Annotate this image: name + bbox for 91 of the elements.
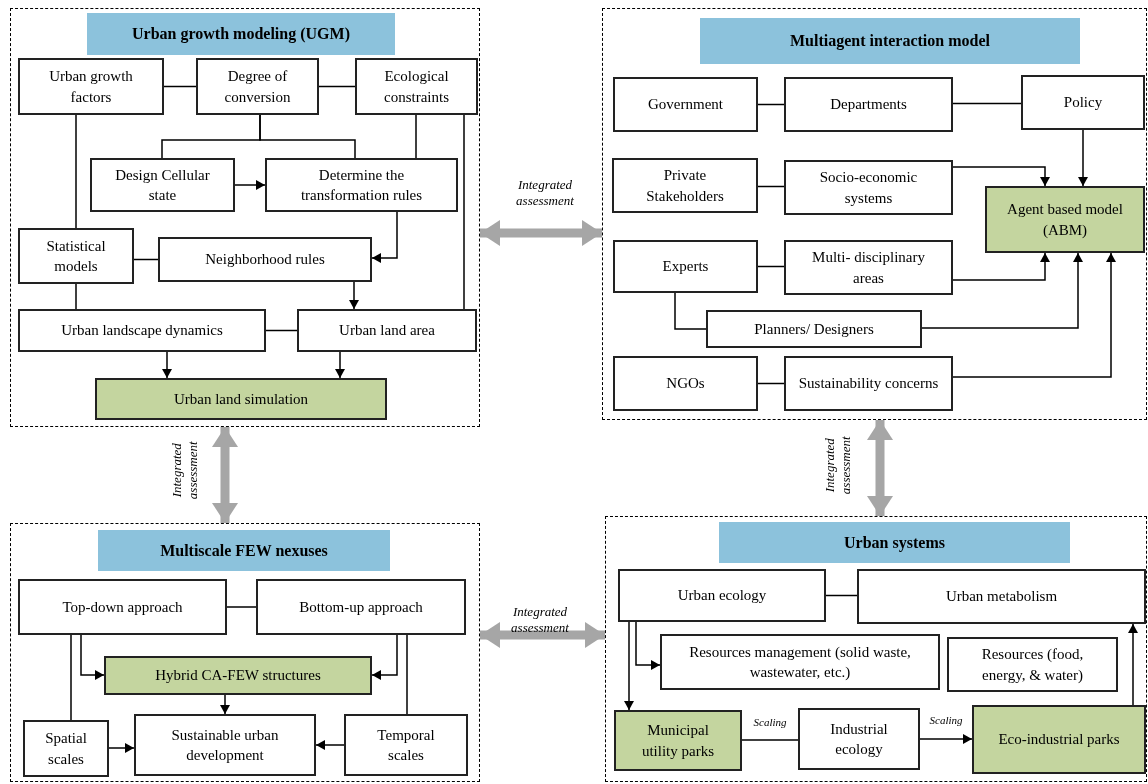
arrow bbox=[921, 252, 1083, 329]
arrow bbox=[952, 252, 1116, 378]
highlighted-box: Eco-industrial parks bbox=[972, 705, 1146, 774]
process-box: Experts bbox=[613, 240, 758, 293]
connector-line bbox=[741, 739, 799, 741]
dashed-frame bbox=[602, 8, 1147, 420]
process-box: Multi- disciplinary areas bbox=[784, 240, 953, 295]
process-box: Statistical models bbox=[18, 228, 134, 284]
connector-line bbox=[415, 114, 417, 159]
connector-line bbox=[463, 114, 465, 310]
process-box: Urban metabolism bbox=[857, 569, 1146, 624]
section-header: Urban growth modeling (UGM) bbox=[87, 13, 395, 55]
connector-line bbox=[757, 185, 785, 188]
process-box: Departments bbox=[784, 77, 953, 132]
highlighted-box: Urban land simulation bbox=[95, 378, 387, 420]
edge-label: Integrated assessment bbox=[821, 435, 854, 497]
connector-line bbox=[226, 606, 257, 608]
highlighted-box: Municipal utility parks bbox=[614, 710, 742, 771]
arrow bbox=[371, 634, 398, 680]
arrow bbox=[952, 166, 1050, 187]
process-box: Urban growth factors bbox=[18, 58, 164, 115]
process-box: Top-down approach bbox=[18, 579, 227, 635]
process-box: Resources management (solid waste, wastewater, etc.) bbox=[660, 634, 940, 690]
arrow bbox=[952, 252, 1050, 281]
connector-line bbox=[318, 85, 356, 88]
arrow bbox=[335, 351, 345, 379]
connector-line bbox=[757, 382, 785, 385]
edge-label: Integrated assessment bbox=[515, 177, 575, 210]
process-box: Temporal scales bbox=[344, 714, 468, 776]
connector-line bbox=[825, 594, 858, 597]
edge-label: Integrated assessment bbox=[510, 604, 570, 637]
process-box: Urban ecology bbox=[618, 569, 826, 622]
arrow bbox=[234, 180, 266, 190]
section-header: Multiscale FEW nexuses bbox=[98, 530, 390, 571]
arrow bbox=[371, 211, 398, 263]
edge-label: Integrated assessment bbox=[168, 440, 201, 502]
process-box: Industrial ecology bbox=[798, 708, 920, 770]
connector-line bbox=[75, 283, 77, 310]
double-arrow bbox=[212, 427, 238, 523]
connector-line bbox=[674, 292, 707, 330]
process-box: Bottom-up approach bbox=[256, 579, 466, 635]
connector-line bbox=[757, 103, 785, 106]
connector-line bbox=[75, 114, 77, 229]
connector-line bbox=[757, 265, 785, 268]
process-box: Urban landscape dynamics bbox=[18, 309, 266, 352]
connector-line bbox=[265, 329, 298, 332]
double-arrow bbox=[480, 220, 602, 246]
arrow bbox=[162, 351, 172, 379]
highlighted-box: Agent based model (ABM) bbox=[985, 186, 1145, 253]
arrow bbox=[1128, 623, 1138, 706]
arrow bbox=[349, 281, 359, 310]
process-box: Resources (food, energy, & water) bbox=[947, 637, 1118, 692]
connector-line bbox=[163, 85, 197, 88]
process-box: Neighborhood rules bbox=[158, 237, 372, 282]
connector-line bbox=[259, 114, 356, 159]
dashed-frame bbox=[10, 523, 480, 782]
process-box: Government bbox=[613, 77, 758, 132]
arrow bbox=[220, 694, 230, 715]
section-header: Multiagent interaction model bbox=[700, 18, 1080, 64]
process-box: Policy bbox=[1021, 75, 1145, 130]
connector-line bbox=[952, 102, 1022, 105]
arrow bbox=[919, 734, 973, 744]
connector-line bbox=[70, 634, 72, 721]
connector-line bbox=[133, 258, 159, 261]
process-box: Socio-economic systems bbox=[784, 160, 953, 215]
arrow bbox=[635, 621, 661, 670]
connector-line bbox=[406, 634, 408, 715]
section-header: Urban systems bbox=[719, 522, 1070, 563]
process-box: Urban land area bbox=[297, 309, 477, 352]
process-box: Design Cellular state bbox=[90, 158, 235, 212]
dashed-frame bbox=[10, 8, 480, 427]
process-box: Sustainable urban development bbox=[134, 714, 316, 776]
process-box: NGOs bbox=[613, 356, 758, 411]
edge-label: Scaling bbox=[752, 716, 788, 730]
arrow bbox=[80, 634, 105, 680]
highlighted-box: Hybrid CA-FEW structures bbox=[104, 656, 372, 695]
arrow bbox=[1078, 129, 1088, 187]
double-arrow bbox=[867, 420, 893, 516]
arrow bbox=[624, 621, 634, 711]
process-box: Spatial scales bbox=[23, 720, 109, 777]
double-arrow bbox=[480, 622, 605, 648]
process-box: Sustainability concerns bbox=[784, 356, 953, 411]
arrow bbox=[108, 743, 135, 753]
process-box: Degree of conversion bbox=[196, 58, 319, 115]
dashed-frame bbox=[605, 516, 1147, 782]
arrow bbox=[315, 740, 345, 750]
process-box: Private Stakeholders bbox=[612, 158, 758, 213]
edge-label: Scaling bbox=[928, 714, 964, 728]
process-box: Determine the transformation rules bbox=[265, 158, 458, 212]
process-box: Ecological constraints bbox=[355, 58, 478, 115]
process-box: Planners/ Designers bbox=[706, 310, 922, 348]
